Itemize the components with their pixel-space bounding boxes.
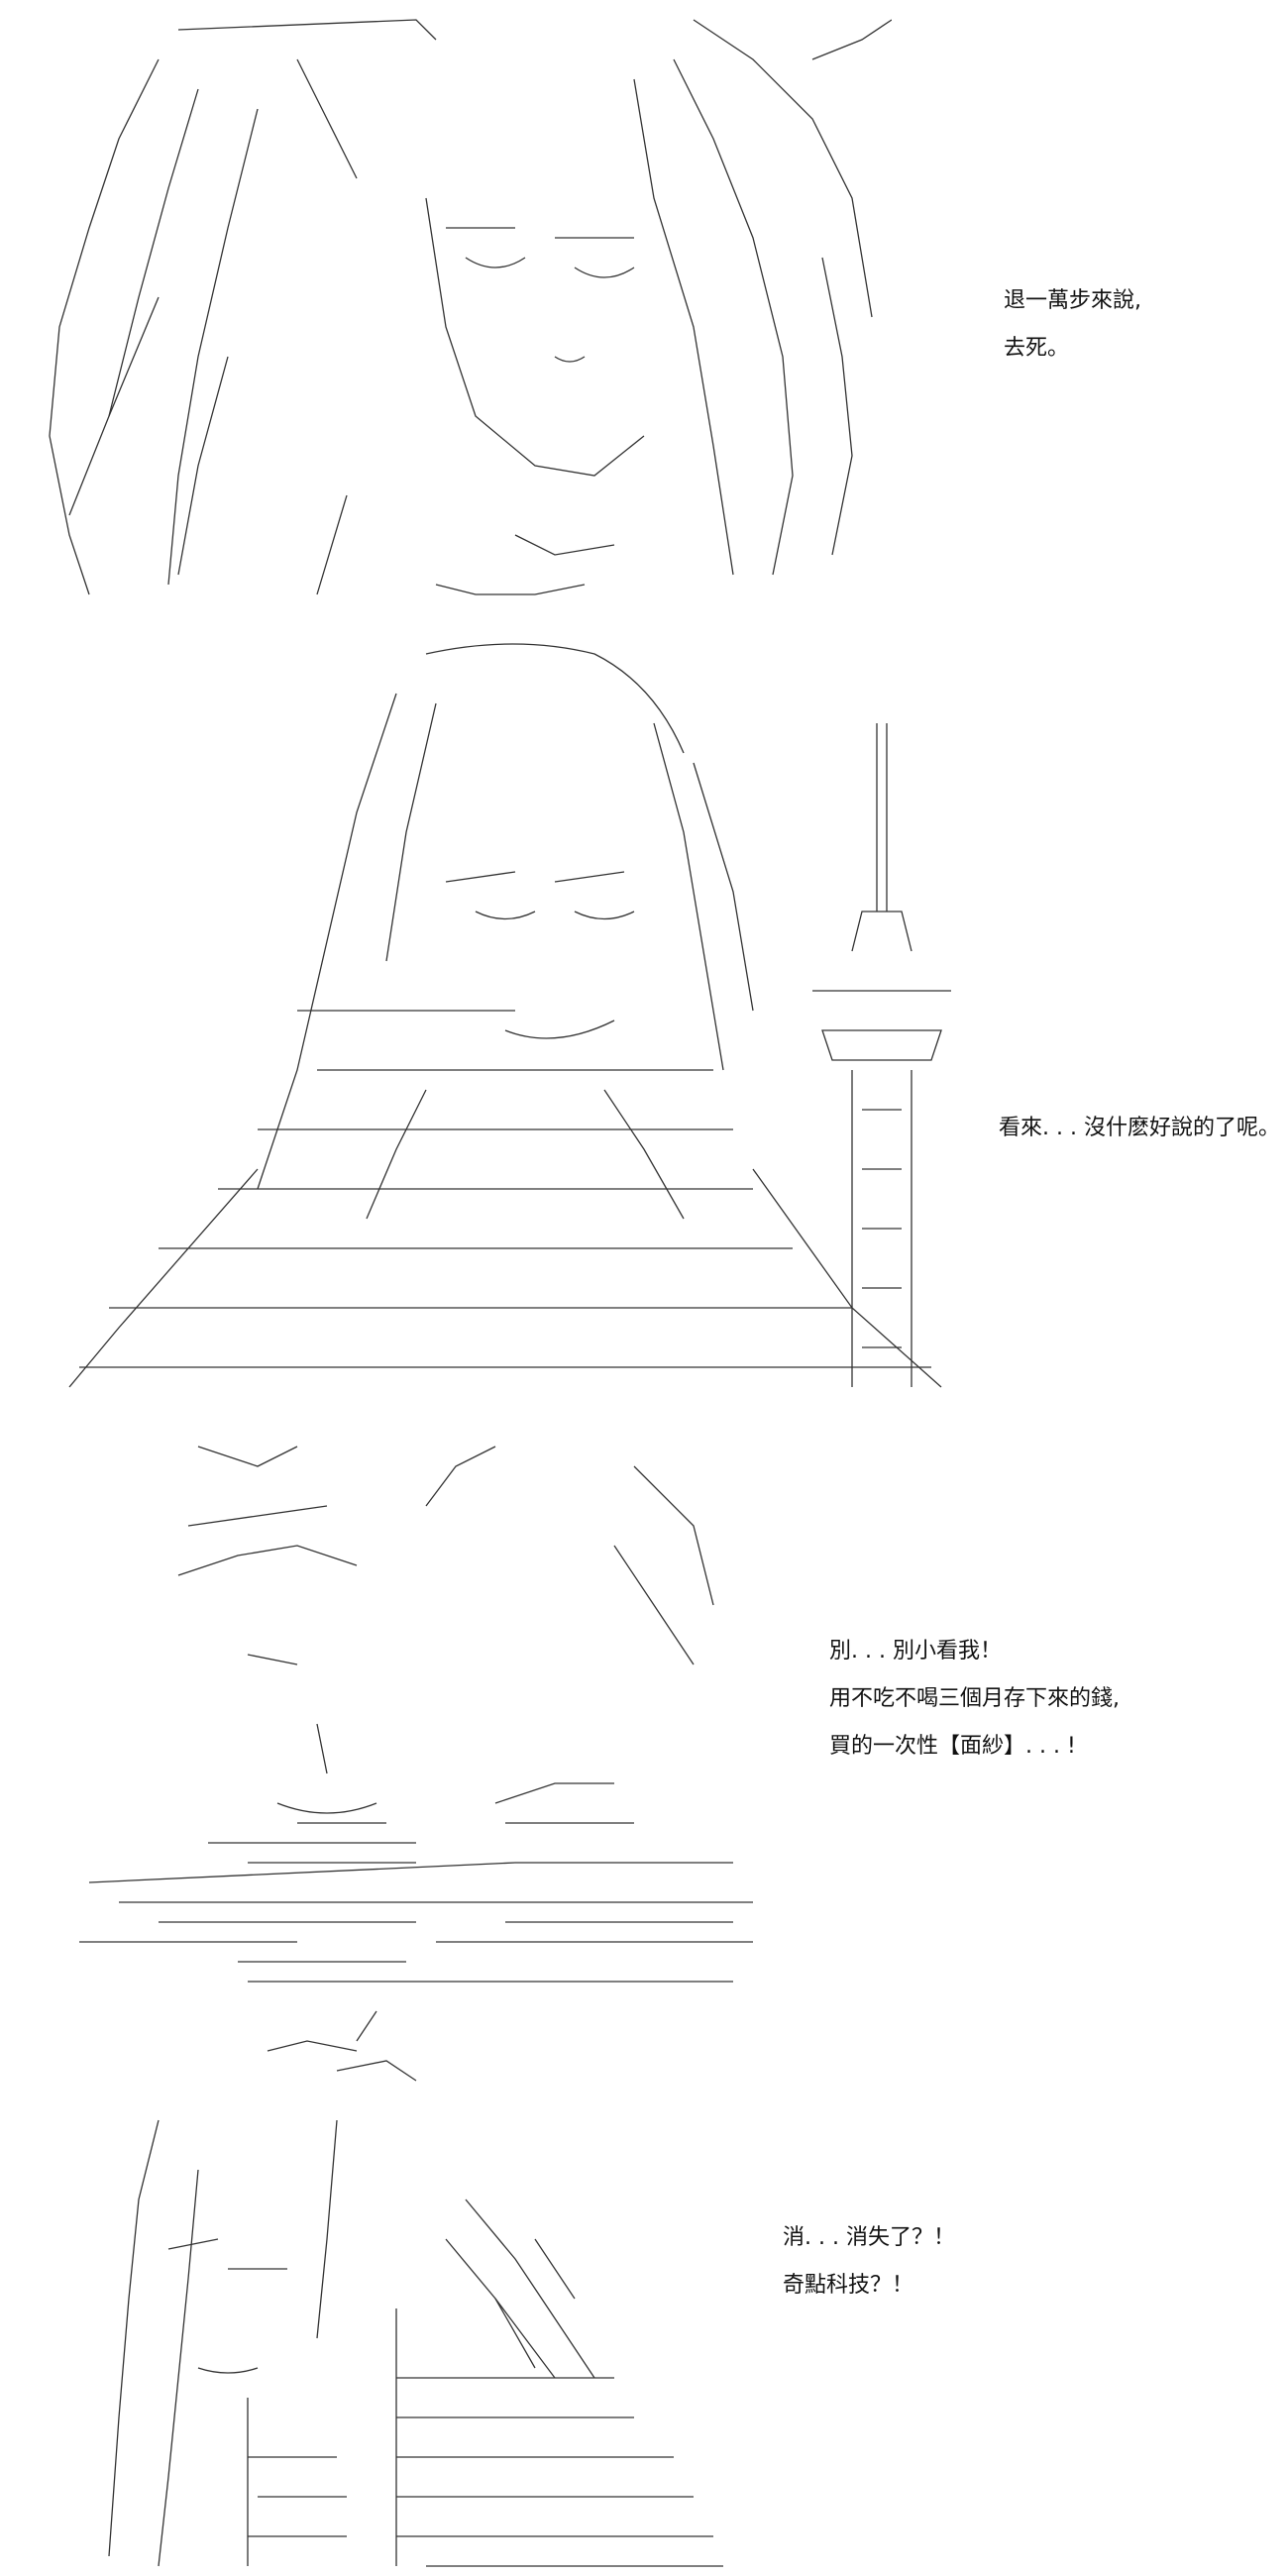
panel-2-ascii-art xyxy=(68,643,951,1388)
panel-2-dialogue: 看來. . . 沒什麽好說的了呢。 xyxy=(999,1105,1280,1152)
panel-3-ascii-art xyxy=(79,1446,753,1983)
panel-2-line-1: 看來. . . 沒什麽好說的了呢。 xyxy=(999,1116,1280,1140)
panel-3-dialogue: 別. . . 別小看我！ 用不吃不喝三個月存下來的錢, 買的一次性【面紗】. .… xyxy=(829,1628,1120,1771)
panel-3: 別. . . 別小看我！ 用不吃不喝三個月存下來的錢, 買的一次性【面紗】. .… xyxy=(0,1407,1288,2001)
panel-3-line-1: 別. . . 別小看我！ xyxy=(829,1639,1002,1664)
panel-1: 退一萬步來說, 去死。 xyxy=(0,0,1288,614)
panel-4-line-2: 奇點科技？！ xyxy=(783,2273,914,2298)
panel-3-line-3: 買的一次性【面紗】. . . ! xyxy=(829,1734,1076,1759)
panel-4-ascii-art xyxy=(108,2010,723,2567)
panel-4-dialogue: 消. . . 消失了？！ 奇點科技？！ xyxy=(783,2214,955,2309)
panel-1-line-2: 去死。 xyxy=(1004,336,1070,361)
panel-1-line-1: 退一萬步來說, xyxy=(1004,288,1141,313)
panel-4: 消. . . 消失了？！ 奇點科技？！ xyxy=(0,2001,1288,2576)
panel-1-dialogue: 退一萬步來說, 去死。 xyxy=(1004,277,1141,373)
panel-4-line-1: 消. . . 消失了？！ xyxy=(783,2225,955,2250)
panel-3-line-2: 用不吃不喝三個月存下來的錢, xyxy=(829,1686,1120,1711)
panel-2: 看來. . . 沒什麽好說的了呢。 xyxy=(0,614,1288,1407)
panel-1-ascii-art xyxy=(49,19,892,595)
